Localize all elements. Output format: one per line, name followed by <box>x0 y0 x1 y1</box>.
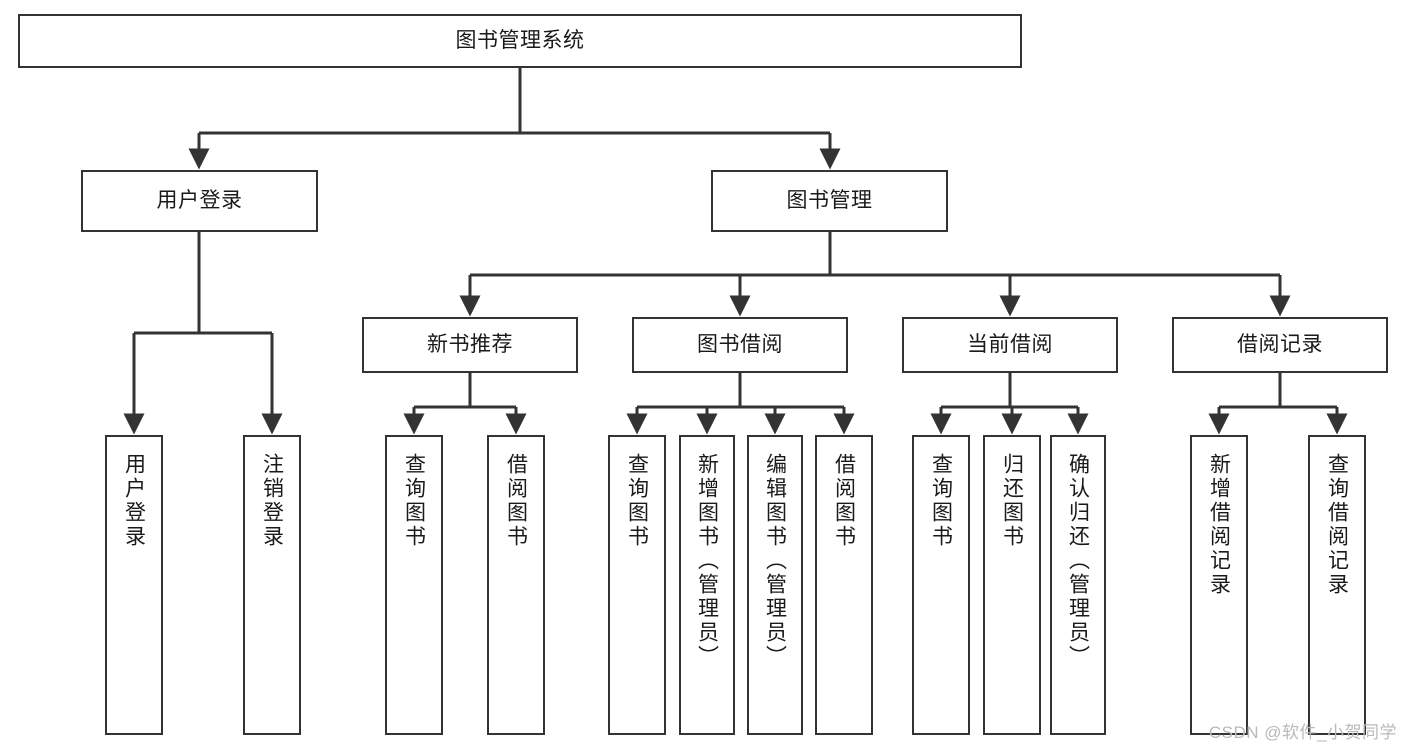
node-leaf-confirm-return-admin[interactable]: 确认归还（管理员） <box>1050 435 1106 735</box>
node-current-borrow-label: 当前借阅 <box>967 332 1053 356</box>
node-leaf-query-book-recommend-label: 查询图书 <box>402 453 426 549</box>
node-current-borrow[interactable]: 当前借阅 <box>902 317 1118 373</box>
node-leaf-query-borrow-record-label: 查询借阅记录 <box>1325 453 1349 597</box>
node-leaf-edit-book-admin[interactable]: 编辑图书（管理员） <box>747 435 803 735</box>
node-leaf-add-borrow-record[interactable]: 新增借阅记录 <box>1190 435 1248 735</box>
node-leaf-query-book-current[interactable]: 查询图书 <box>912 435 970 735</box>
node-leaf-query-book-borrow[interactable]: 查询图书 <box>608 435 666 735</box>
node-root-label: 图书管理系统 <box>455 28 585 52</box>
node-leaf-add-borrow-record-label: 新增借阅记录 <box>1207 453 1231 597</box>
node-user-login-label: 用户登录 <box>156 188 243 212</box>
node-leaf-user-login-label: 用户登录 <box>122 453 146 549</box>
node-leaf-logout-label: 注销登录 <box>260 453 284 549</box>
node-book-management[interactable]: 图书管理 <box>711 170 948 232</box>
node-new-book-recommend[interactable]: 新书推荐 <box>362 317 578 373</box>
node-leaf-return-book[interactable]: 归还图书 <box>983 435 1041 735</box>
node-leaf-return-book-label: 归还图书 <box>1000 453 1024 549</box>
node-leaf-edit-book-admin-label: 编辑图书（管理员） <box>763 453 787 669</box>
node-borrow-record-label: 借阅记录 <box>1237 332 1323 356</box>
node-leaf-query-book-current-label: 查询图书 <box>929 453 953 549</box>
node-leaf-add-book-admin-label: 新增图书（管理员） <box>695 453 719 669</box>
node-leaf-query-book-borrow-label: 查询图书 <box>625 453 649 549</box>
node-user-login[interactable]: 用户登录 <box>81 170 318 232</box>
node-leaf-borrow-book-recommend[interactable]: 借阅图书 <box>487 435 545 735</box>
node-borrow-record[interactable]: 借阅记录 <box>1172 317 1388 373</box>
node-book-borrow[interactable]: 图书借阅 <box>632 317 848 373</box>
node-book-management-label: 图书管理 <box>786 188 873 212</box>
csdn-watermark: CSDN @软件_小贺同学 <box>1208 723 1397 742</box>
node-leaf-borrow-book-recommend-label: 借阅图书 <box>504 453 528 549</box>
node-leaf-query-borrow-record[interactable]: 查询借阅记录 <box>1308 435 1366 735</box>
node-leaf-borrow-book-borrow[interactable]: 借阅图书 <box>815 435 873 735</box>
node-leaf-add-book-admin[interactable]: 新增图书（管理员） <box>679 435 735 735</box>
node-leaf-borrow-book-borrow-label: 借阅图书 <box>832 453 856 549</box>
node-new-book-recommend-label: 新书推荐 <box>427 332 513 356</box>
node-book-borrow-label: 图书借阅 <box>697 332 783 356</box>
node-leaf-query-book-recommend[interactable]: 查询图书 <box>385 435 443 735</box>
node-leaf-user-login[interactable]: 用户登录 <box>105 435 163 735</box>
node-root-system[interactable]: 图书管理系统 <box>18 14 1022 68</box>
node-leaf-confirm-return-admin-label: 确认归还（管理员） <box>1066 453 1090 669</box>
node-leaf-logout[interactable]: 注销登录 <box>243 435 301 735</box>
